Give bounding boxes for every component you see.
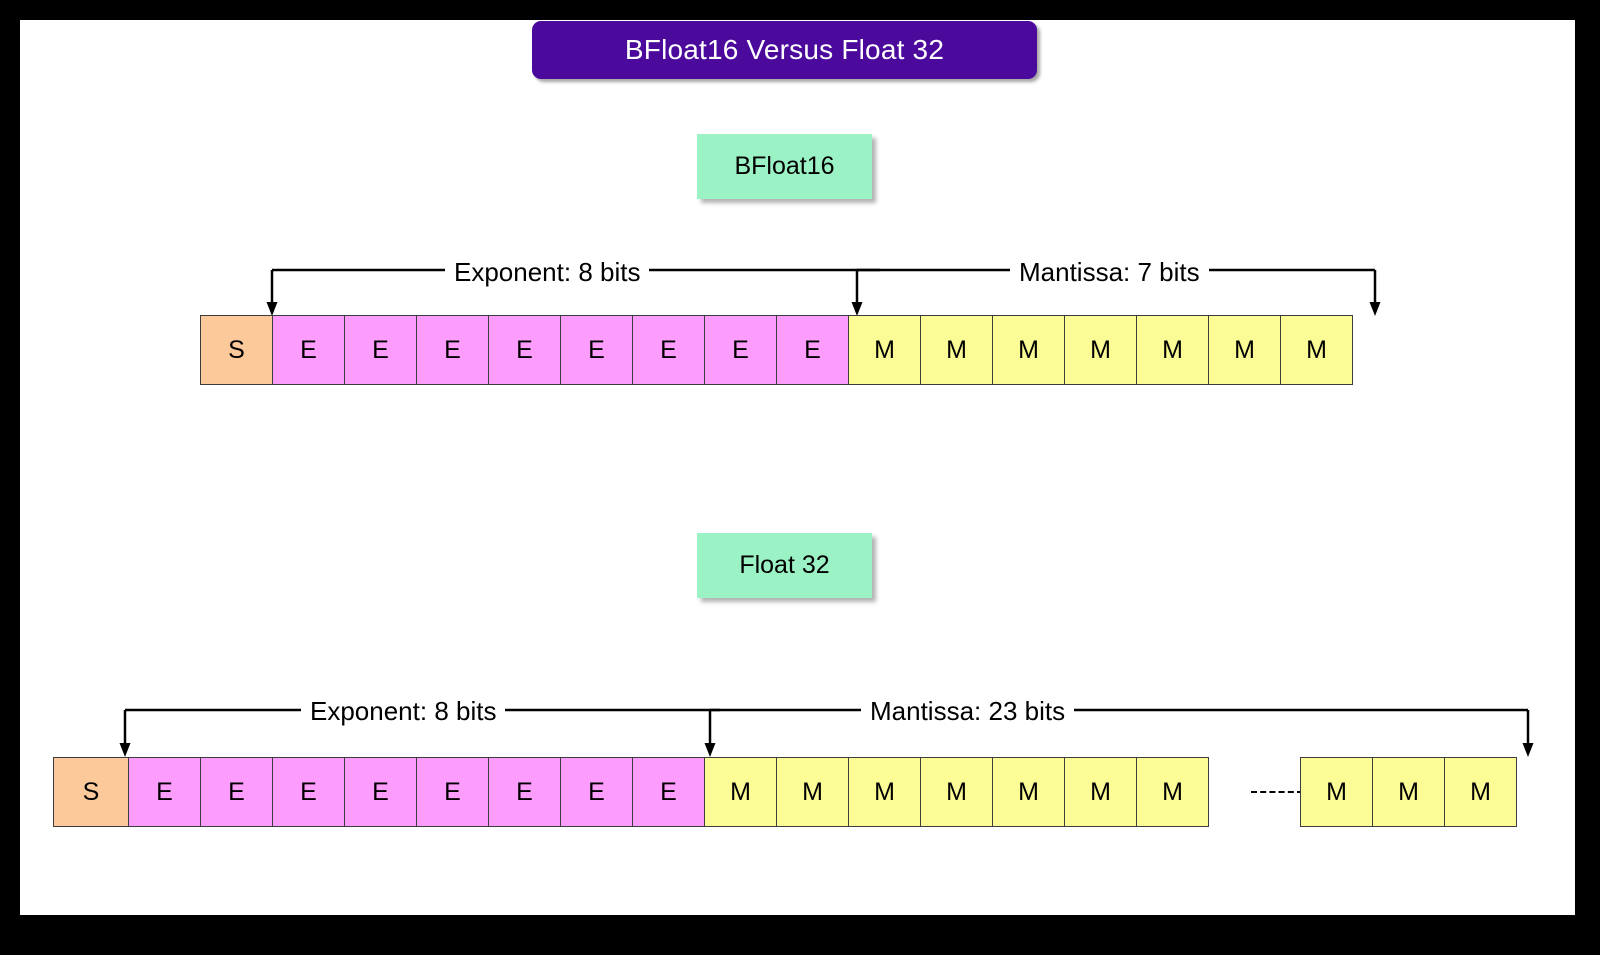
float32-left-cell-mantissa-10: M [776, 757, 849, 827]
bfloat16-cell-exponent-8: E [776, 315, 849, 385]
float32-left-cell-sign-0: S [53, 757, 129, 827]
bfloat16-mantissa-annotation: Mantissa: 7 bits [1010, 257, 1209, 288]
bfloat16-cell-mantissa-11: M [992, 315, 1065, 385]
bfloat16-cell-exponent-7: E [704, 315, 777, 385]
float32-left-cell-mantissa-11: M [848, 757, 921, 827]
float32-left-cell-mantissa-15: M [1136, 757, 1209, 827]
bfloat16-cell-exponent-5: E [560, 315, 633, 385]
float32-left-cell-exponent-7: E [560, 757, 633, 827]
bfloat16-cell-mantissa-9: M [848, 315, 921, 385]
float32-left-cell-mantissa-9: M [704, 757, 777, 827]
bfloat16-cell-mantissa-13: M [1136, 315, 1209, 385]
bfloat16-cell-exponent-3: E [416, 315, 489, 385]
bfloat16-cell-mantissa-14: M [1208, 315, 1281, 385]
float32-left-cell-exponent-8: E [632, 757, 705, 827]
float32-left-cell-mantissa-14: M [1064, 757, 1137, 827]
float32-ellipsis-connector [1251, 791, 1303, 793]
bfloat16-cell-mantissa-15: M [1280, 315, 1353, 385]
bfloat16-cell-exponent-6: E [632, 315, 705, 385]
page-title: BFloat16 Versus Float 32 [532, 21, 1037, 79]
bfloat16-cell-sign-0: S [200, 315, 273, 385]
float32-left-cell-exponent-6: E [488, 757, 561, 827]
bfloat16-cell-mantissa-12: M [1064, 315, 1137, 385]
float32-right-cell-mantissa-2: M [1444, 757, 1517, 827]
format-label-float32: Float 32 [697, 533, 872, 598]
float32-left-cell-exponent-2: E [200, 757, 273, 827]
float32-left-cell-exponent-4: E [344, 757, 417, 827]
float32-left-cell-mantissa-12: M [920, 757, 993, 827]
float32-left-cell-mantissa-13: M [992, 757, 1065, 827]
float32-left-cell-exponent-3: E [272, 757, 345, 827]
float32-right-cell-mantissa-1: M [1372, 757, 1445, 827]
float32-exponent-annotation: Exponent: 8 bits [301, 696, 506, 727]
float32-mantissa-annotation: Mantissa: 23 bits [861, 696, 1075, 727]
bfloat16-exponent-annotation: Exponent: 8 bits [445, 257, 650, 288]
float32-left-cell-exponent-1: E [128, 757, 201, 827]
format-label-bfloat16: BFloat16 [697, 134, 872, 199]
bfloat16-cell-exponent-4: E [488, 315, 561, 385]
bfloat16-cell-exponent-2: E [344, 315, 417, 385]
float32-left-cell-exponent-5: E [416, 757, 489, 827]
bfloat16-cell-exponent-1: E [272, 315, 345, 385]
diagram-canvas: BFloat16 Versus Float 32 BFloat16 Expone… [20, 20, 1575, 915]
bfloat16-cell-mantissa-10: M [920, 315, 993, 385]
float32-right-cell-mantissa-0: M [1300, 757, 1373, 827]
